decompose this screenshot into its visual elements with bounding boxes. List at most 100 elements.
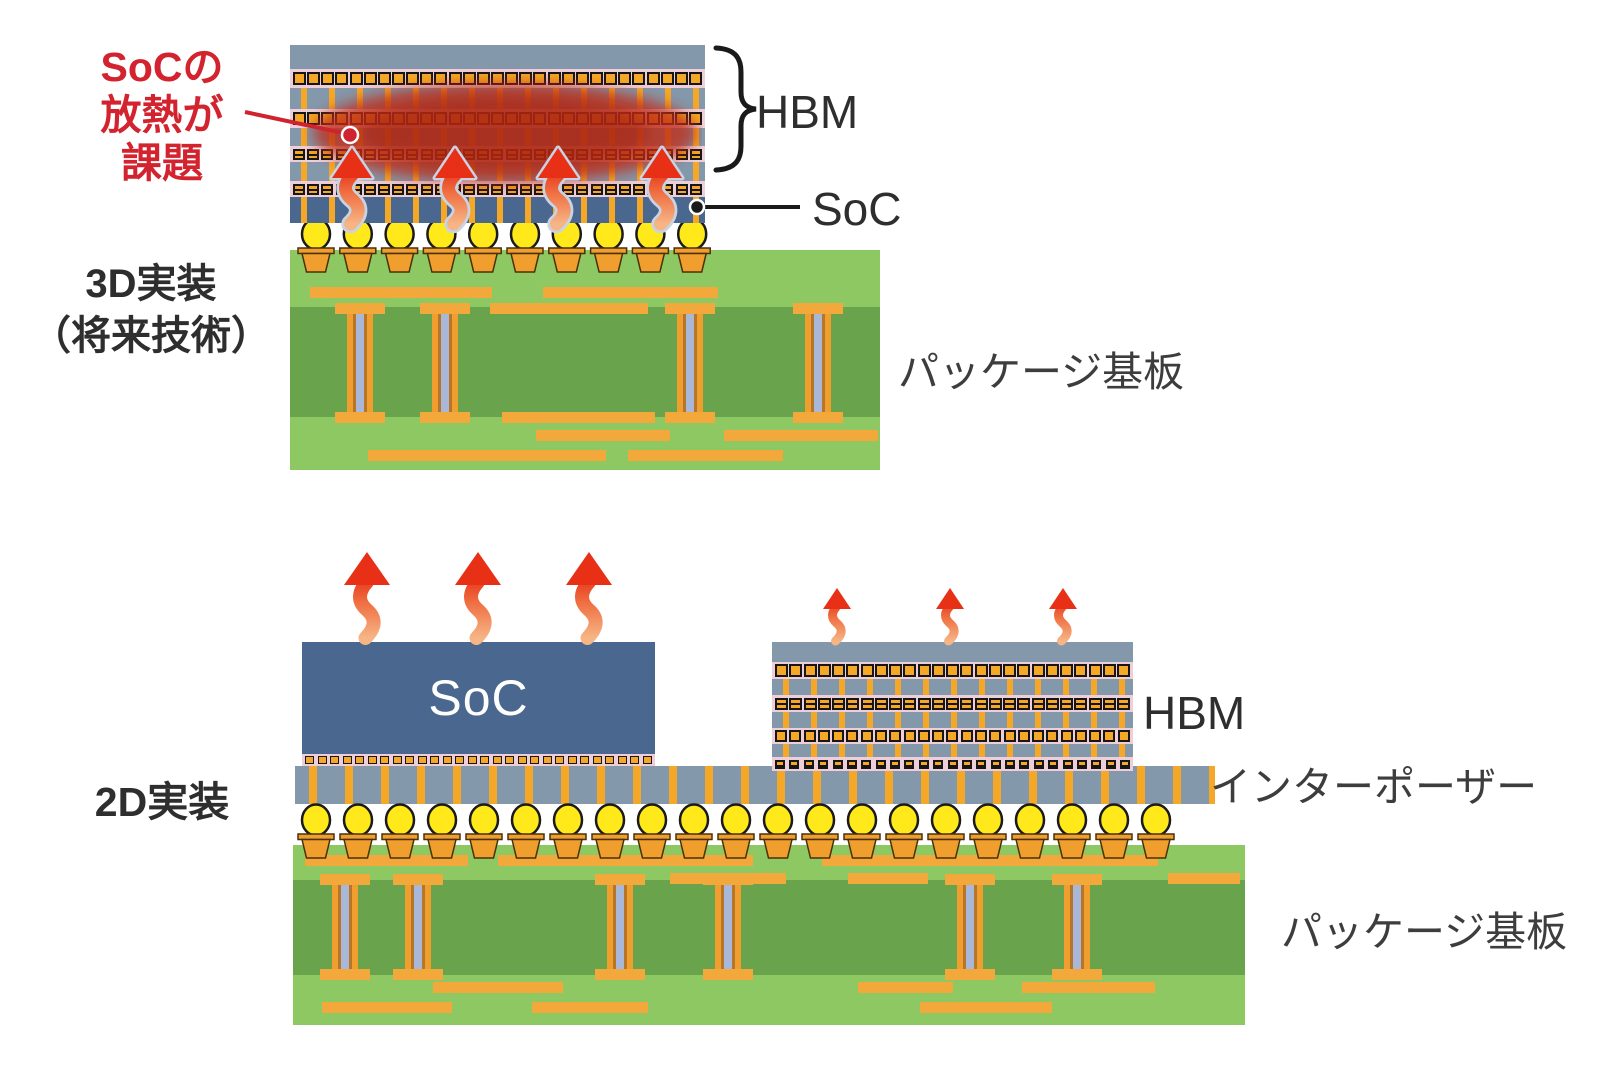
via-core [353, 308, 367, 418]
microbump-double [974, 697, 988, 710]
microbump [1103, 730, 1116, 742]
pad-body [511, 838, 541, 859]
microbump-double [803, 697, 817, 710]
microbump-small [505, 756, 515, 764]
microbump-double [406, 183, 419, 195]
microbump [660, 72, 674, 85]
microbump [1074, 664, 1088, 677]
microbump [860, 664, 874, 677]
microbump-small [480, 756, 490, 764]
heat-arrow-head [344, 552, 390, 585]
microbump [434, 72, 448, 85]
copper-trace [543, 287, 718, 298]
pad-body [677, 252, 708, 273]
microbump-double [775, 759, 785, 769]
microbump-double [775, 697, 788, 710]
heat-arrow [823, 588, 851, 646]
heat-hotspot [313, 83, 697, 183]
pad-body [1141, 838, 1171, 859]
dram-die [772, 679, 1133, 695]
microbump-double [477, 183, 490, 195]
via-cap-bottom [420, 412, 470, 423]
microbump [889, 664, 902, 677]
via-cap-top [1052, 874, 1102, 885]
microbump-small [530, 756, 540, 764]
via-cap-top [393, 874, 443, 885]
microbump-double [1076, 759, 1087, 769]
copper-trace [433, 982, 563, 993]
copper-trace [490, 303, 648, 314]
pad-body [593, 252, 624, 273]
solder-ball-and-pad [675, 803, 713, 859]
microbump [1017, 730, 1030, 742]
microbump-double [789, 697, 803, 710]
heat-arrow [566, 552, 612, 645]
microbump-small [605, 756, 615, 764]
microbump-double [860, 697, 874, 710]
via-cap-top [420, 303, 470, 314]
microbump-small [417, 756, 427, 764]
microbump-double [1105, 759, 1116, 769]
microbump-double [918, 759, 929, 769]
microbump [1003, 664, 1016, 677]
microbump [618, 72, 632, 85]
microbump [903, 664, 917, 677]
pad-body [889, 838, 919, 859]
microbump-double [889, 697, 902, 710]
via-cap-bottom [595, 969, 645, 980]
microbump-double [861, 759, 872, 769]
microbump-double [1019, 759, 1030, 769]
microbump-small [367, 756, 377, 764]
microbump-small [517, 756, 527, 764]
solder-ball-and-pad [927, 803, 965, 859]
pad-body [635, 252, 666, 273]
microbump [688, 112, 702, 125]
microbump-double [392, 183, 405, 195]
microbump-row [772, 728, 1133, 744]
via-cap-top [335, 303, 385, 314]
heat-arrow-stem [442, 168, 468, 231]
microbump-row [290, 181, 705, 197]
microbump-double [463, 183, 476, 195]
copper-trace [498, 855, 753, 866]
title-3d-mounting: 3D実装 （将来技術） [31, 262, 271, 358]
soc-label-3d: SoC [812, 183, 902, 235]
microbump [321, 72, 335, 85]
microbump-double [832, 697, 845, 710]
heat-arrow-stem [545, 168, 571, 231]
microbump [1003, 730, 1016, 742]
pad-body [973, 838, 1003, 859]
microbump [775, 664, 788, 677]
microbump-double [976, 759, 987, 769]
microbump-double [491, 183, 504, 195]
microbump [420, 72, 434, 85]
solder-ball-and-pad [801, 803, 839, 859]
solder-ball-and-pad [1137, 803, 1175, 859]
microbump-double [604, 183, 617, 195]
heat-arrow-stem [649, 168, 675, 231]
via-cap-bottom [945, 969, 995, 980]
solder-ball-and-pad [507, 803, 545, 859]
microbump [1032, 730, 1045, 742]
copper-trace [310, 287, 492, 298]
microbump [832, 730, 845, 742]
pad-body [468, 252, 499, 273]
heat-arrow-head [332, 148, 372, 178]
hbm-stack-2d [772, 642, 1133, 771]
via-cap-top [320, 874, 370, 885]
microbump-row [772, 695, 1133, 712]
microbump [632, 72, 646, 85]
copper-trace [858, 982, 953, 993]
via-cap-top [703, 874, 753, 885]
microbump [988, 664, 1002, 677]
microbump-small [305, 756, 314, 764]
microbump [688, 72, 702, 85]
heat-arrow [1049, 588, 1077, 646]
microbump-double [960, 697, 974, 710]
microbump-small [630, 756, 640, 764]
microbump-double [1120, 759, 1130, 769]
microbump [960, 730, 973, 742]
pad-body [469, 838, 499, 859]
microbump-double [846, 697, 860, 710]
via-cap-top [945, 874, 995, 885]
